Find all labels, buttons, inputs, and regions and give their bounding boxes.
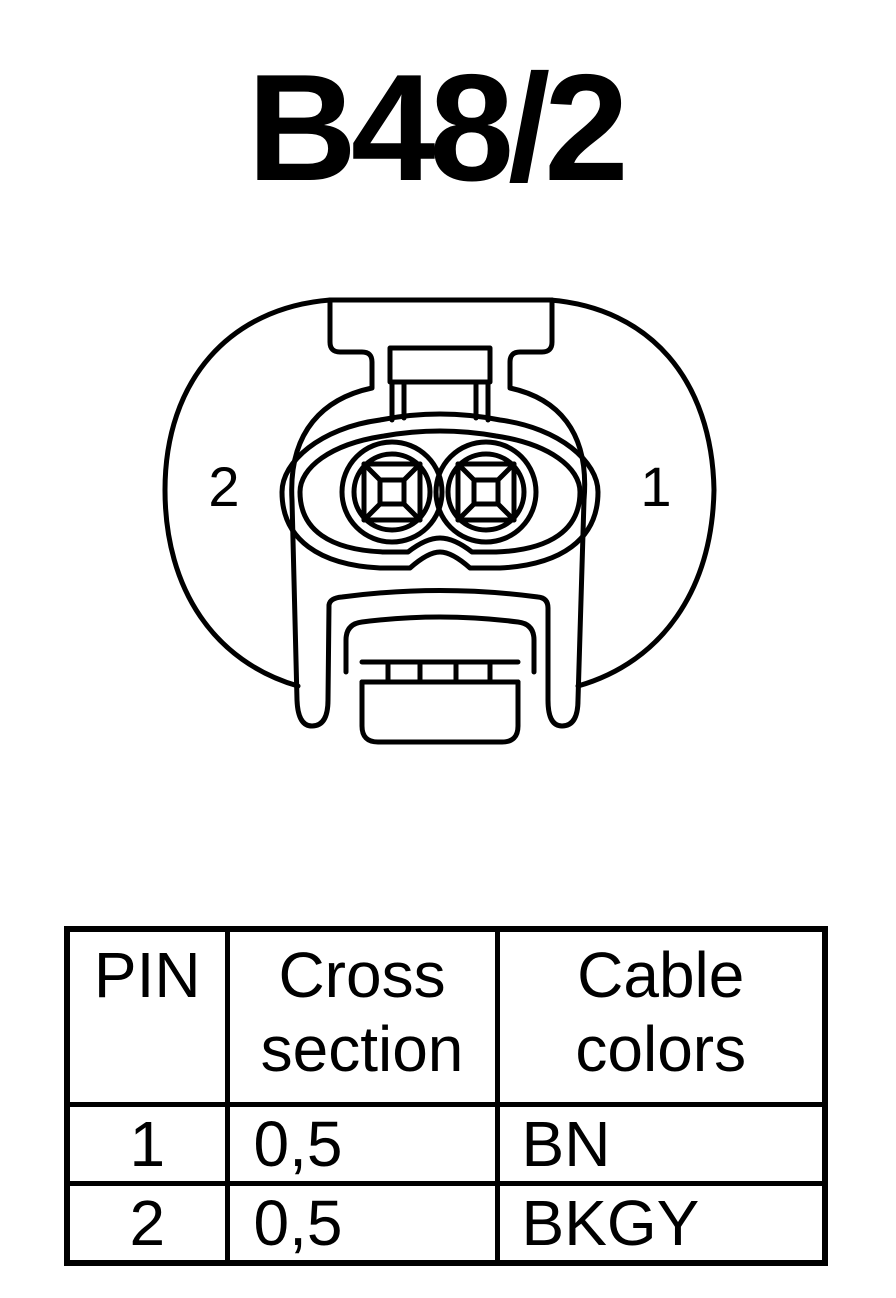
- header-cross-section-line-1: Cross: [278, 939, 446, 1011]
- key-block: [387, 345, 493, 385]
- connector-lower-frame: [343, 614, 537, 675]
- header-cable-colors: Cable colors: [494, 926, 828, 1107]
- connector-diagram: 2 1: [162, 297, 717, 745]
- header-pin-label: PIN: [93, 939, 201, 1011]
- row-2-pin: 2: [64, 1181, 230, 1266]
- connector-housing-outline: [162, 297, 717, 689]
- row-2-cable-color: BKGY: [494, 1181, 828, 1266]
- pin-label-1: 1: [640, 455, 671, 518]
- table-row: 2 0,5 BKGY: [64, 1181, 828, 1266]
- header-pin: PIN: [64, 926, 230, 1107]
- row-2-cross-section: 0,5: [224, 1181, 500, 1266]
- pin-assignment-table: PIN Cross section Cable colors 1 0,5 BN …: [64, 926, 828, 1266]
- header-cable-colors-line-2: colors: [575, 1013, 747, 1085]
- pin-body-inner: [297, 428, 583, 555]
- table-header-row: PIN Cross section Cable colors: [64, 926, 828, 1107]
- row-1-cross-section: 0,5: [224, 1102, 500, 1186]
- pin-body-outer: [279, 411, 601, 571]
- header-cross-section: Cross section: [224, 926, 500, 1107]
- connector-title: B48/2: [247, 43, 629, 213]
- header-cross-section-line-2: section: [260, 1013, 464, 1085]
- pin-label-2: 2: [208, 455, 239, 518]
- pin-1-cavity: [433, 439, 539, 545]
- connector-latch-frame: [289, 297, 588, 729]
- pin-2-cavity: [339, 439, 445, 545]
- header-cable-colors-line-1: Cable: [577, 939, 745, 1011]
- row-1-pin: 1: [64, 1102, 230, 1186]
- table-row: 1 0,5 BN: [64, 1102, 828, 1186]
- row-1-cable-color: BN: [494, 1102, 828, 1186]
- lock-tab: [359, 679, 521, 745]
